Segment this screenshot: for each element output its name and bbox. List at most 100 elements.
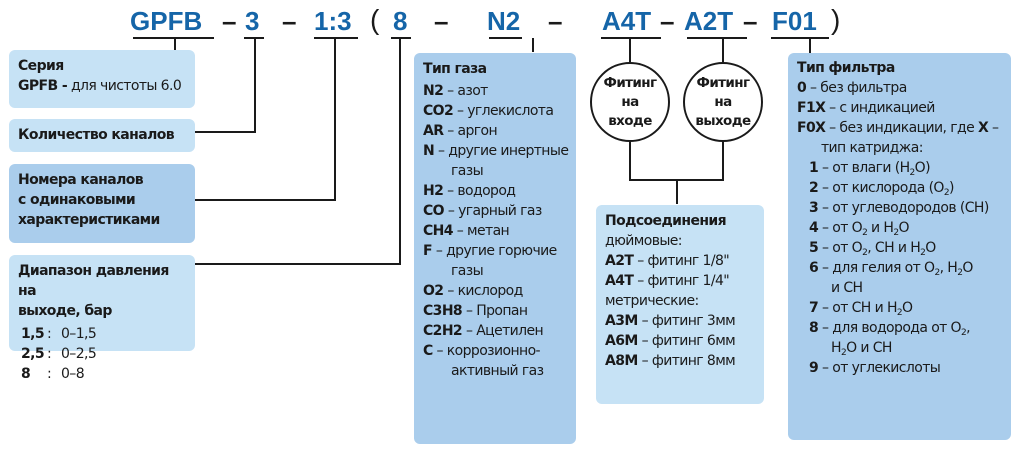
cartridge-item: 2 – от кислорода (O2) — [797, 178, 1002, 198]
gas-desc: – коррозионно- — [436, 343, 541, 359]
gas-desc: – углекислота — [456, 103, 554, 119]
filter-title: Тип фильтра — [797, 60, 895, 76]
code-gas: N2 — [487, 6, 521, 36]
gas-code: N2 — [423, 83, 444, 99]
code-channel-numbers: 1:3 — [314, 6, 352, 36]
fitting-desc: – фитинг 1/8" — [637, 253, 730, 269]
cartridge-desc: – от углекислоты — [822, 360, 941, 376]
pressure-item: 8:0–8 — [18, 364, 186, 384]
channel-numbers-line1: Номера каналов — [18, 172, 144, 188]
fitting-code: A8M — [605, 353, 638, 369]
inch-label: дюймовые: — [605, 233, 683, 249]
gas-desc: – кислород — [447, 283, 523, 299]
code-dash: – — [222, 6, 237, 36]
inlet-l2: на — [621, 93, 639, 110]
gas-item: C – коррозионно- — [423, 341, 567, 361]
pressure-box: Диапазон давления на выходе, бар 1,5:0–1… — [9, 255, 195, 382]
fitting-desc: – фитинг 1/4" — [637, 273, 730, 289]
fitting-code: A2T — [605, 253, 634, 269]
cartridge-code: 6 — [809, 260, 819, 276]
metric-fitting-item: A3M – фитинг 3мм — [605, 311, 755, 331]
gas-title: Тип газа — [423, 61, 487, 77]
pressure-item: 1,5:0–1,5 — [18, 324, 186, 344]
filter-option-f0x: F0X – без индикации, где X – — [797, 120, 999, 136]
inlet-l3: входе — [608, 112, 652, 129]
inch-fitting-item: A4T – фитинг 1/4" — [605, 271, 755, 291]
cartridge-item: 4 – от O2 и H2O — [797, 218, 1002, 238]
gas-desc: – водород — [447, 183, 516, 199]
cartridge-code: 7 — [809, 300, 819, 316]
pressure-item: 2,5:0–2,5 — [18, 344, 186, 364]
cartridge-desc: – от влаги (H2O) — [822, 160, 931, 178]
code-dash: – — [434, 6, 449, 36]
pressure-range: 0–2,5 — [61, 346, 97, 362]
pressure-code: 1,5 — [21, 326, 45, 342]
pressure-colon: : — [47, 346, 52, 362]
channels-title: Количество каналов — [18, 127, 175, 143]
fitting-desc: – фитинг 8мм — [641, 353, 736, 369]
gas-item: CO2 – углекислота — [423, 101, 567, 121]
pressure-code: 2,5 — [21, 346, 45, 362]
inch-list: A2T – фитинг 1/8" A4T – фитинг 1/4" — [605, 251, 755, 291]
cartridge-item-cont: H2O и CH — [831, 340, 892, 358]
code-channels: 3 — [245, 6, 260, 36]
cartridge-desc: – от углеводородов (CH) — [822, 200, 989, 216]
gas-code: AR — [423, 123, 444, 139]
pressure-title-2: выходе, бар — [18, 303, 112, 319]
pressure-colon: : — [47, 366, 52, 382]
fitting-desc: – фитинг 3мм — [641, 313, 736, 329]
pressure-range: 0–8 — [61, 366, 85, 382]
fitting-code: A3M — [605, 313, 638, 329]
connections-title: Подсоединения — [605, 213, 727, 229]
cartridge-code: 4 — [809, 220, 819, 236]
gas-desc: – Ацетилен — [465, 323, 544, 339]
cartridge-item: 5 – от O2, CH и H2O — [797, 238, 1002, 258]
cartridge-code: 2 — [809, 180, 819, 196]
code-dash: – — [743, 6, 758, 36]
gas-desc: – другие инертные — [437, 143, 569, 159]
connections-box: Подсоединения дюймовые: A2T – фитинг 1/8… — [596, 205, 764, 404]
cartridge-item-cont: и CH — [831, 280, 863, 296]
gas-code: C — [423, 343, 433, 359]
metric-fitting-item: A8M – фитинг 8мм — [605, 351, 755, 371]
gas-desc: – метан — [456, 223, 510, 239]
pressure-range: 0–1,5 — [61, 326, 97, 342]
gas-item: N2 – азот — [423, 81, 567, 101]
metric-fitting-item: A6M – фитинг 6мм — [605, 331, 755, 351]
code-filter: F01 — [772, 6, 817, 36]
cartridge-label: тип катриджа: — [821, 140, 923, 156]
metric-label: метрические: — [605, 293, 699, 309]
pressure-title-1: Диапазон давления на — [18, 263, 169, 299]
outlet-l1: Фитинг — [696, 74, 751, 91]
cartridge-desc: – от CH и H2O — [822, 300, 913, 318]
cartridge-item: 6 – для гелия от O2, H2O — [797, 258, 1002, 278]
gas-desc: – угарный газ — [447, 203, 543, 219]
gas-desc: – Пропан — [465, 303, 528, 319]
cartridge-desc: – от O2 и H2O — [822, 220, 909, 238]
gas-item: CH4 – метан — [423, 221, 567, 241]
pressure-code: 8 — [21, 366, 31, 382]
fitting-code: A6M — [605, 333, 638, 349]
cartridge-code: 1 — [809, 160, 819, 176]
cartridge-desc: – от кислорода (O2) — [822, 180, 954, 198]
outlet-l3: выходе — [695, 112, 751, 129]
gas-item: CO – угарный газ — [423, 201, 567, 221]
gas-item: F – другие горючие — [423, 241, 567, 261]
gas-code: CO2 — [423, 103, 454, 119]
code-dash: – — [548, 6, 563, 36]
code-open-paren: ( — [370, 4, 380, 35]
gas-code: C2H2 — [423, 323, 463, 339]
gas-code: H2 — [423, 183, 444, 199]
channel-numbers-box: Номера каналов с одинаковыми характерист… — [9, 164, 195, 243]
gas-item-cont: газы — [451, 263, 484, 279]
gas-item-cont: активный газ — [451, 363, 544, 379]
gas-item: H2 – водород — [423, 181, 567, 201]
gas-code: N — [423, 143, 435, 159]
code-inlet-fitting: A4T — [602, 6, 652, 36]
cartridge-item: 8 – для водорода от O2, — [797, 318, 1002, 338]
channels-box: Количество каналов — [9, 119, 195, 152]
cartridge-code: 5 — [809, 240, 819, 256]
